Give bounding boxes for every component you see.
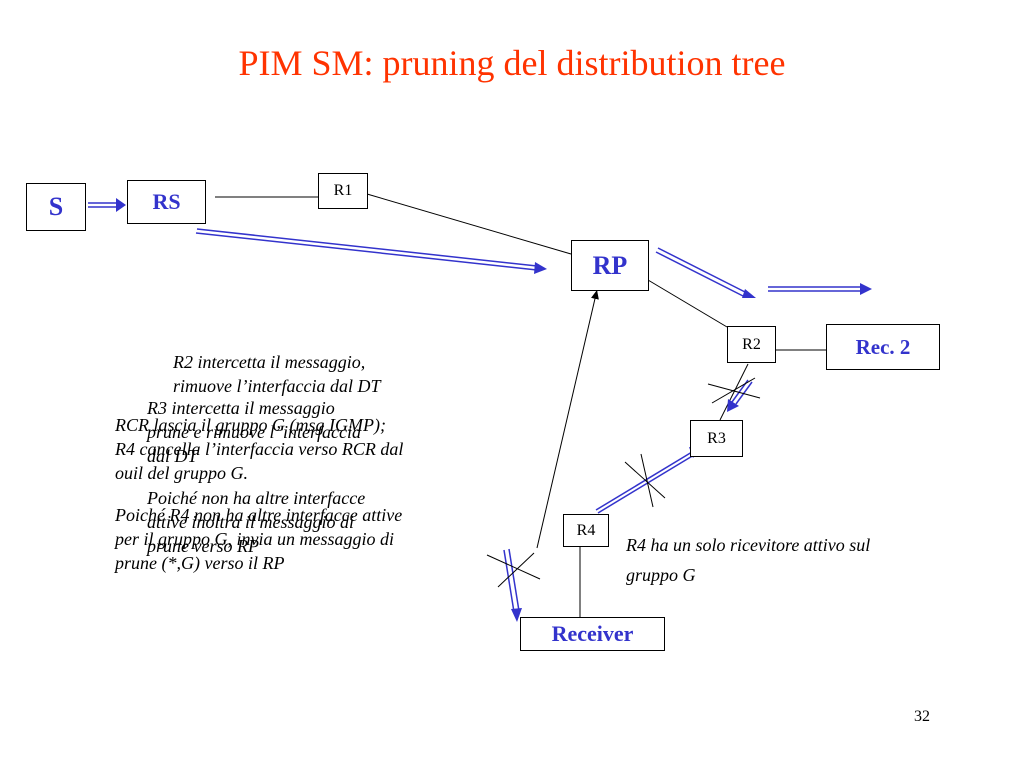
arrow-r4-r3: [595, 447, 701, 514]
node-r1: R1: [318, 173, 368, 209]
node-rp: RP: [571, 240, 649, 291]
arrow-r3-r2: [727, 379, 753, 412]
arrow-rp-rec2: [768, 283, 872, 295]
note-r3: R3 intercetta il messaggio prune e rimuo…: [147, 398, 366, 556]
arrow-rp-r2: [655, 247, 756, 298]
note-r2: R2 intercetta il messaggio, rimuove l’in…: [173, 352, 381, 396]
arrow-receiver-r4: [503, 548, 522, 622]
node-s: S: [26, 183, 86, 231]
link-r2-r3: [719, 363, 749, 421]
link-rp-r2: [647, 279, 728, 328]
prune-cross-receiver-link: [486, 552, 541, 588]
note-r4: RCR lascia il gruppo G (msg IGMP); R4 ca…: [115, 415, 404, 573]
node-rec2: Rec. 2: [826, 324, 940, 370]
arrow-rs-rp: [195, 228, 547, 274]
link-receiver-rp: [536, 289, 599, 549]
prune-cross-r2-r3: [707, 377, 761, 404]
node-r2: R2: [727, 326, 776, 363]
node-receiver: Receiver: [520, 617, 665, 651]
link-r1-rp: [366, 193, 572, 255]
slide-title: PIM SM: pruning del distribution tree: [238, 43, 786, 83]
prune-cross-r3-r4: [624, 453, 666, 508]
node-r4: R4: [563, 514, 609, 547]
node-r3: R3: [690, 420, 743, 457]
node-rs: RS: [127, 180, 206, 224]
arrow-s-rs: [88, 198, 126, 212]
page-number: 32: [914, 708, 930, 725]
note-r4-receiver: R4 ha un solo ricevitore attivo sul grup…: [626, 535, 871, 585]
